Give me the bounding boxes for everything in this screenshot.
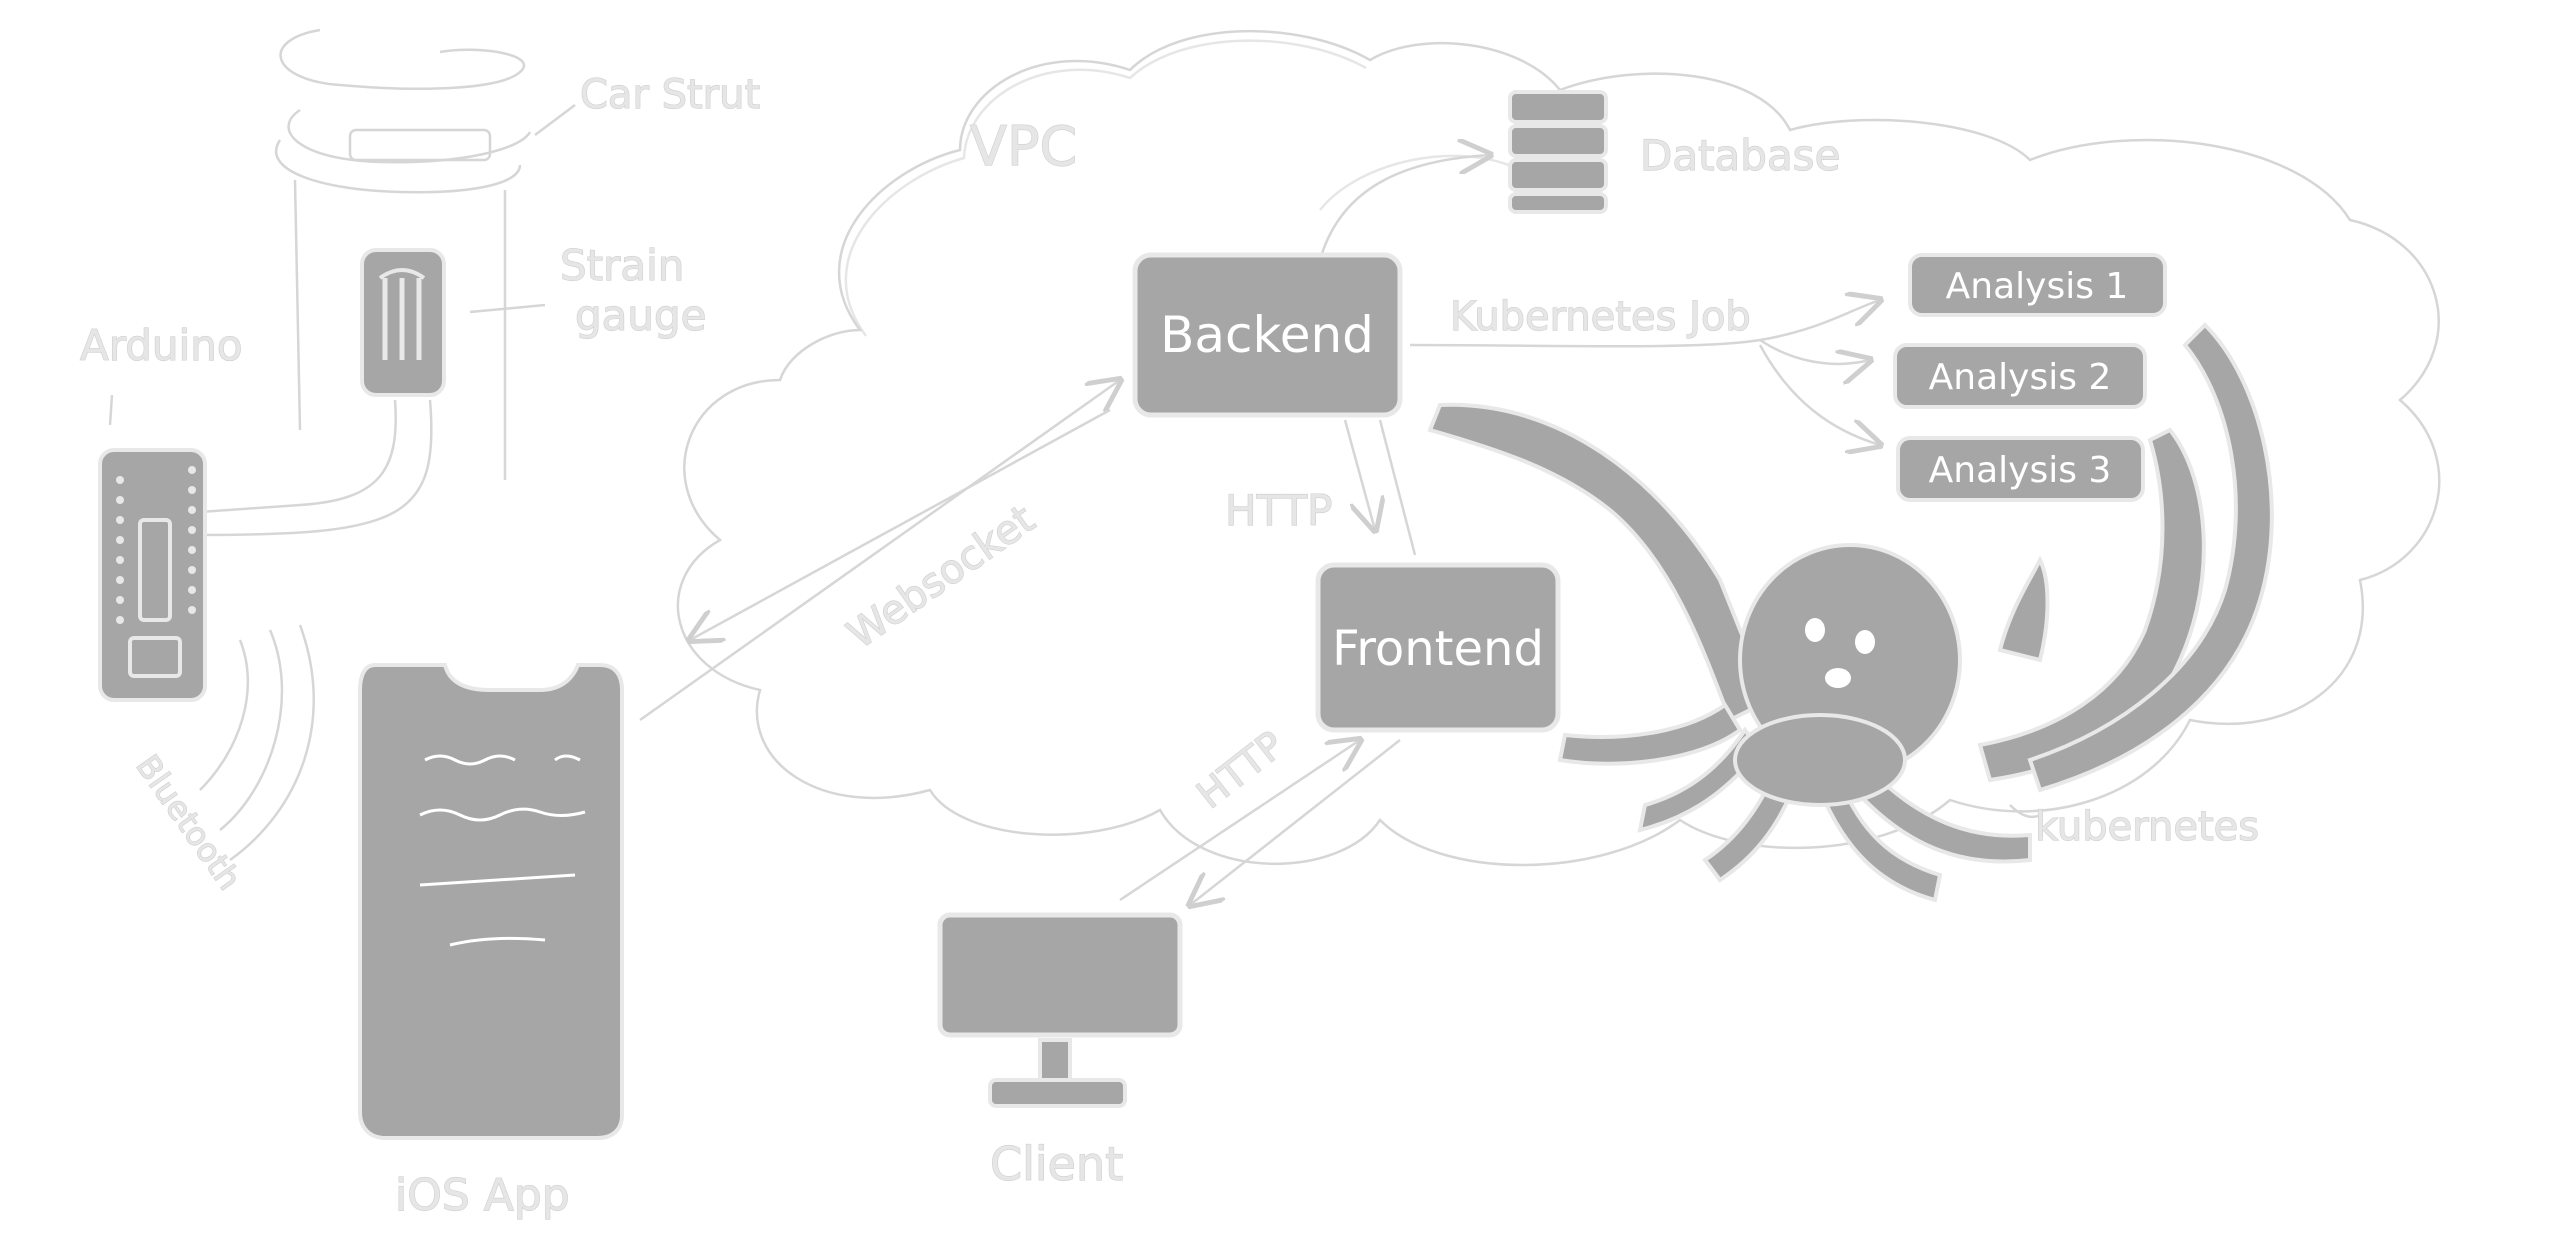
car-strut-label: Car Strut	[580, 72, 760, 118]
vpc-label: VPC	[970, 115, 1077, 178]
arduino-label: Arduino	[80, 321, 243, 370]
strain-gauge-label-2: gauge	[575, 291, 707, 340]
client-frontend-http	[1119, 740, 1401, 905]
client-monitor-icon	[937, 912, 1183, 1108]
analysis-3-label: Analysis 3	[1929, 450, 2112, 491]
octopus-face	[1805, 618, 1875, 688]
backend-frontend-http	[1343, 419, 1417, 556]
analysis-1-label: Analysis 1	[1946, 266, 2129, 307]
frontend-label: Frontend	[1332, 621, 1544, 677]
car-strut	[274, 28, 532, 480]
backend-box: Backend	[1132, 252, 1403, 418]
ios-phone	[358, 663, 624, 1140]
bluetooth-waves	[199, 624, 315, 862]
vpc-cloud	[676, 29, 2441, 867]
http-backend-frontend-label: HTTP	[1225, 486, 1332, 535]
websocket-label: Websocket	[839, 496, 1043, 658]
http-client-frontend-label: HTTP	[1188, 723, 1292, 818]
kubernetes-job-arrows	[1409, 300, 1880, 445]
backend-label: Backend	[1160, 306, 1374, 364]
analysis-1-box: Analysis 1	[1908, 253, 2167, 317]
kubernetes-job-label: Kubernetes Job	[1450, 294, 1751, 340]
kubernetes-label: kubernetes	[2035, 804, 2259, 850]
analysis-2-label: Analysis 2	[1929, 357, 2112, 398]
kubernetes-octopus	[1427, 322, 2274, 903]
strain-gauge	[360, 248, 446, 397]
analysis-3-box: Analysis 3	[1896, 436, 2145, 502]
ios-app-label: iOS App	[395, 1170, 570, 1221]
arduino-board	[98, 448, 207, 702]
strain-gauge-label-1: Strain	[560, 241, 684, 290]
database-icon	[1508, 90, 1608, 214]
database-label: Database	[1640, 131, 1840, 180]
client-label: Client	[990, 1137, 1123, 1191]
frontend-box: Frontend	[1315, 562, 1561, 733]
bluetooth-label: Bluetooth	[128, 748, 248, 897]
websocket-connection	[639, 380, 1120, 722]
analysis-2-box: Analysis 2	[1893, 343, 2147, 409]
